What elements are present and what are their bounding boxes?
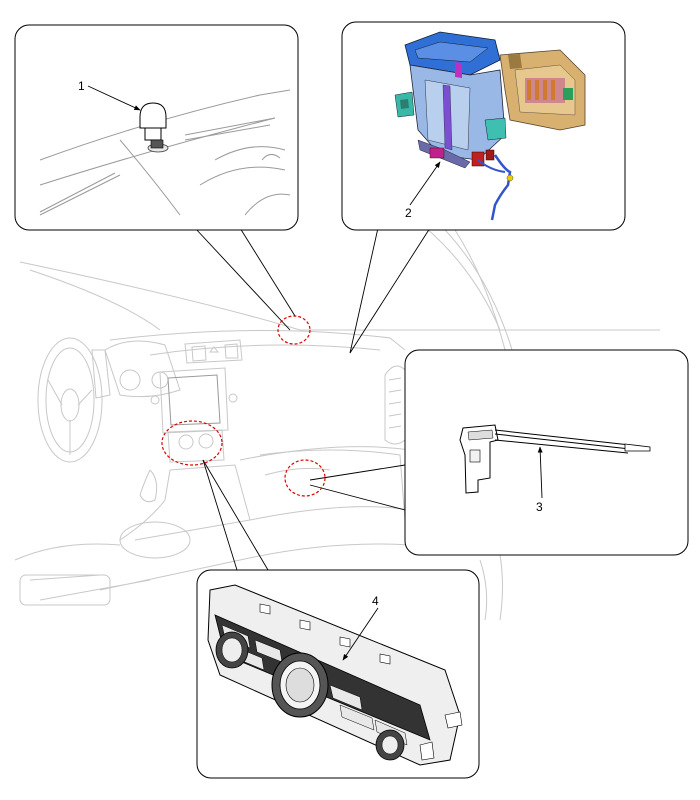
locator-circle-4 (161, 420, 223, 466)
callout-leader-lines (194, 227, 431, 571)
locator-circles (161, 315, 326, 497)
heater-blower-unit-illustration (394, 31, 586, 221)
dashboard-interior-sketch (14, 214, 660, 621)
callout-box-1: 1 (14, 24, 299, 231)
callout-label-1: 1 (78, 79, 85, 93)
sensor-probe-illustration (459, 424, 651, 494)
callout-label-4: 4 (372, 594, 379, 608)
callout-box-4: 4 (196, 569, 480, 779)
locator-circle-1 (277, 315, 311, 345)
locator-circle-3 (284, 459, 326, 497)
callout-box-2: 2 (341, 21, 626, 231)
sensor-component (139, 102, 169, 153)
climate-control-panel-illustration (207, 584, 463, 766)
callout-label-3: 3 (536, 500, 543, 514)
callout-box-3: 3 (404, 349, 689, 556)
callout-label-2: 2 (405, 206, 412, 220)
